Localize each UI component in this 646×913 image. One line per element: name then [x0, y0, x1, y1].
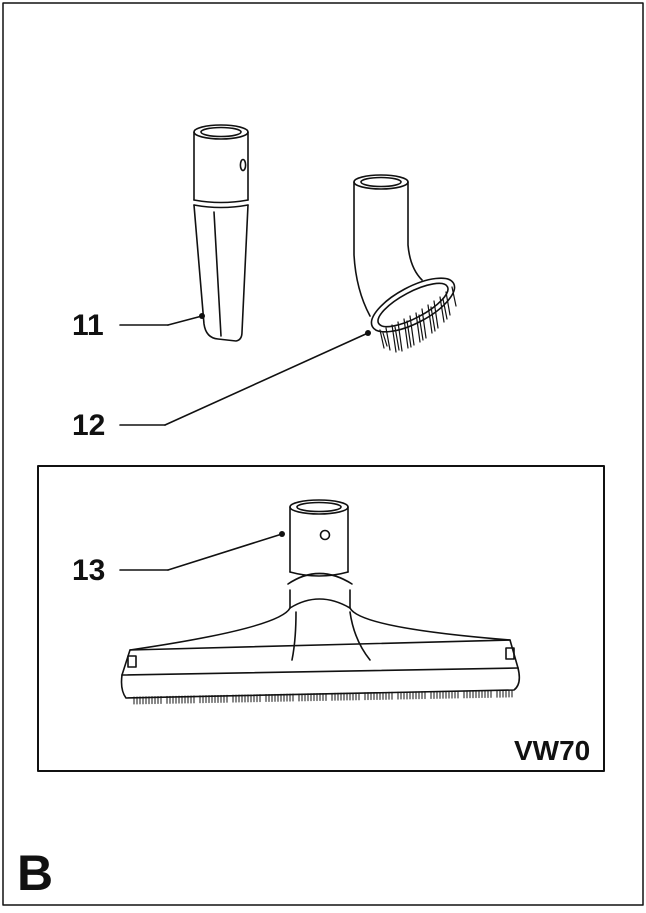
callout-11-label: 11 — [72, 309, 104, 342]
brush-bristles — [379, 286, 457, 353]
dusting-brush-drawing — [353, 174, 457, 353]
callout-12-label: 12 — [72, 409, 106, 442]
floor-tool-drawing — [120, 499, 521, 699]
inset-frame — [37, 465, 605, 772]
callout-13-leader — [119, 531, 285, 571]
callout-11-leader — [119, 313, 205, 326]
callout-13-label: 13 — [72, 554, 106, 587]
model-label: VW70 — [514, 735, 591, 766]
section-letter: B — [17, 845, 54, 901]
callout-12-leader — [119, 330, 371, 426]
floor-tool-bristles — [133, 689, 513, 705]
crevice-tool-drawing — [193, 124, 249, 342]
